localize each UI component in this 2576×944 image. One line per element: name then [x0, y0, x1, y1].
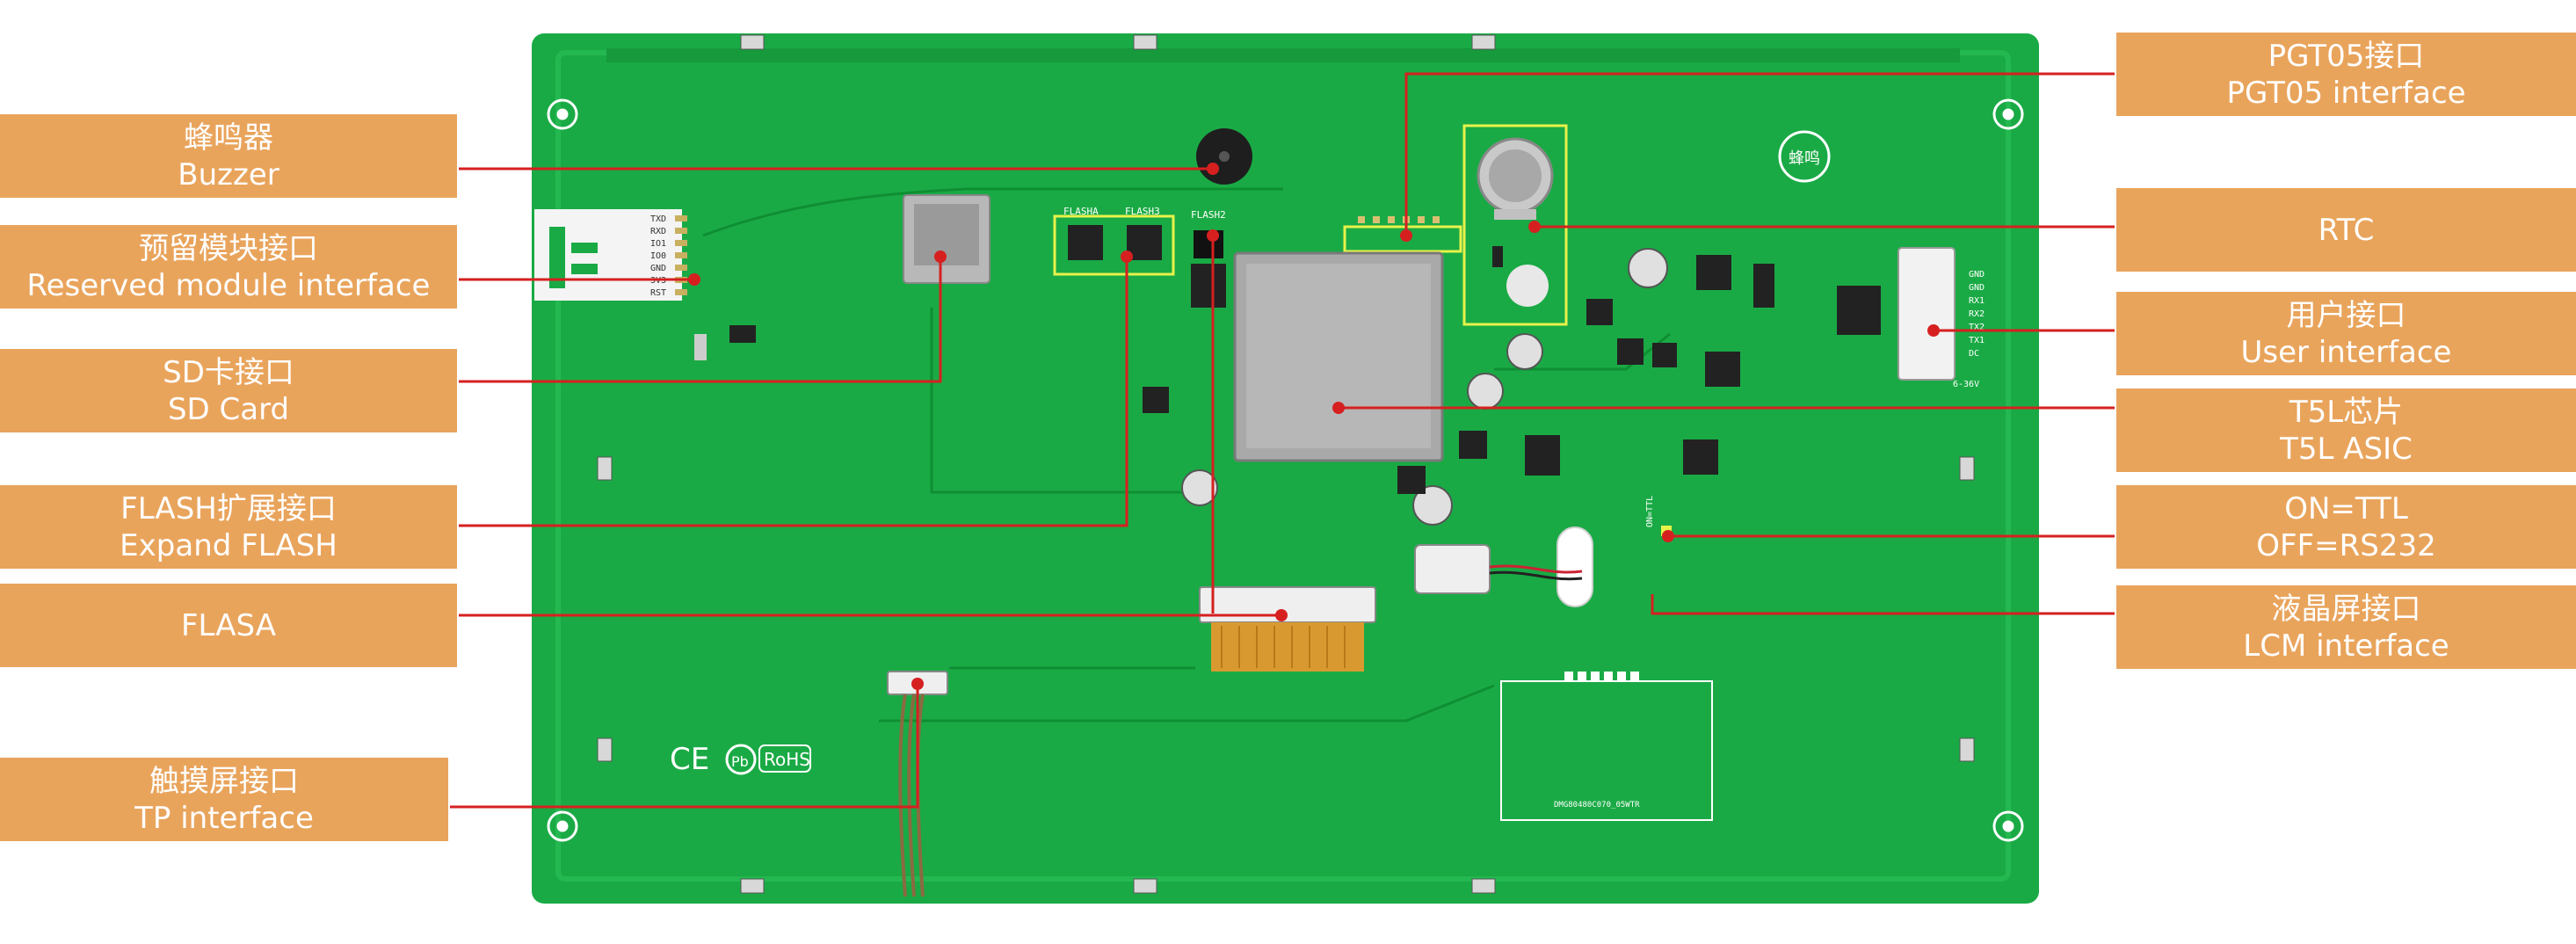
label-reserved-module: 预留模块接口 Reserved module interface: [0, 225, 457, 309]
flash-highlight: [1053, 214, 1175, 276]
label-buzzer-cn: 蜂鸣器: [184, 120, 273, 156]
label-flash-expand: FLASH扩展接口 Expand FLASH: [0, 485, 457, 569]
leader-dots: [688, 163, 1940, 690]
label-flasa: FLASA: [0, 584, 457, 667]
edge-clip-icon: [597, 34, 1975, 894]
svg-text:IO1: IO1: [650, 239, 666, 249]
svg-text:RXD: RXD: [650, 227, 666, 236]
capacitor-icon: [1181, 248, 1668, 526]
label-ttl-rs232: ON=TTL OFF=RS232: [2116, 485, 2576, 569]
svg-text:TX1: TX1: [1969, 336, 1985, 345]
svg-text:DMG80480C070_05WTR: DMG80480C070_05WTR: [1554, 801, 1640, 810]
label-tp-en: TP interface: [134, 800, 314, 836]
label-tp-cn: 触摸屏接口: [149, 763, 299, 799]
label-t5l-cn: T5L芯片: [2289, 394, 2404, 430]
svg-text:RST: RST: [650, 288, 666, 298]
svg-text:DC: DC: [1969, 349, 1979, 359]
pgt05-highlight: [1343, 225, 1462, 253]
label-rtc: RTC: [2116, 188, 2576, 272]
label-lcm-en: LCM interface: [2243, 628, 2449, 664]
svg-text:GND: GND: [650, 264, 666, 273]
svg-text:TX2: TX2: [1969, 323, 1985, 332]
ce-mark: CE: [670, 742, 709, 777]
label-user-interface: 用户接口 User interface: [2116, 292, 2576, 375]
label-t5l-asic: T5L芯片 T5L ASIC: [2116, 388, 2576, 472]
label-flasa-text: FLASA: [180, 607, 276, 643]
label-rtc-text: RTC: [2318, 212, 2375, 248]
user-interface-connector: [1898, 247, 1956, 381]
label-flash-en: Expand FLASH: [120, 527, 337, 563]
svg-text:FLASHA: FLASHA: [1063, 206, 1099, 217]
reserved-pin-label: TXD: [650, 214, 666, 224]
label-flash-cn: FLASH扩展接口: [120, 490, 337, 526]
svg-text:ON=TTL: ON=TTL: [1645, 496, 1655, 527]
label-pgt05: PGT05接口 PGT05 interface: [2116, 33, 2576, 116]
label-t5l-en: T5L ASIC: [2280, 431, 2413, 467]
label-ttl-off: OFF=RS232: [2256, 527, 2436, 563]
svg-text:IO0: IO0: [650, 251, 666, 261]
label-ttl-on: ON=TTL: [2284, 490, 2408, 526]
label-sd-en: SD Card: [167, 391, 290, 427]
label-sd-cn: SD卡接口: [163, 354, 294, 390]
svg-text:GND: GND: [1969, 283, 1985, 293]
label-buzzer: 蜂鸣器 Buzzer: [0, 114, 457, 198]
svg-text:RX2: RX2: [1969, 309, 1985, 319]
label-tp-interface: 触摸屏接口 TP interface: [0, 758, 448, 841]
leader-lines: [450, 72, 2115, 809]
svg-text:FLASH2: FLASH2: [1191, 209, 1226, 221]
svg-text:6-36V: 6-36V: [1953, 380, 1979, 389]
label-reserved-cn: 预留模块接口: [139, 230, 318, 266]
svg-text:RX1: RX1: [1969, 296, 1985, 306]
lcm-connector: [1199, 586, 1376, 623]
label-buzzer-en: Buzzer: [178, 156, 279, 192]
rtc-highlight: [1462, 124, 1568, 326]
label-pgt05-cn: PGT05接口: [2268, 38, 2425, 74]
label-lcm-cn: 液晶屏接口: [2271, 591, 2421, 627]
label-user-en: User interface: [2240, 334, 2452, 370]
rohs-mark: RoHS: [764, 749, 810, 770]
label-user-cn: 用户接口: [2286, 297, 2406, 333]
label-lcm-interface: 液晶屏接口 LCM interface: [2116, 585, 2576, 669]
fpc-cable: [1211, 622, 1364, 672]
pb-mark: Pb: [731, 753, 749, 770]
svg-text:GND: GND: [1969, 270, 1985, 280]
label-reserved-en: Reserved module interface: [26, 267, 431, 303]
svg-text:FLASH3: FLASH3: [1125, 206, 1160, 217]
label-pgt05-en: PGT05 interface: [2226, 75, 2466, 111]
mounting-hole-icon: [547, 98, 2024, 842]
label-sd-card: SD卡接口 SD Card: [0, 349, 457, 432]
svg-text:蜂鸣: 蜂鸣: [1789, 149, 1820, 168]
